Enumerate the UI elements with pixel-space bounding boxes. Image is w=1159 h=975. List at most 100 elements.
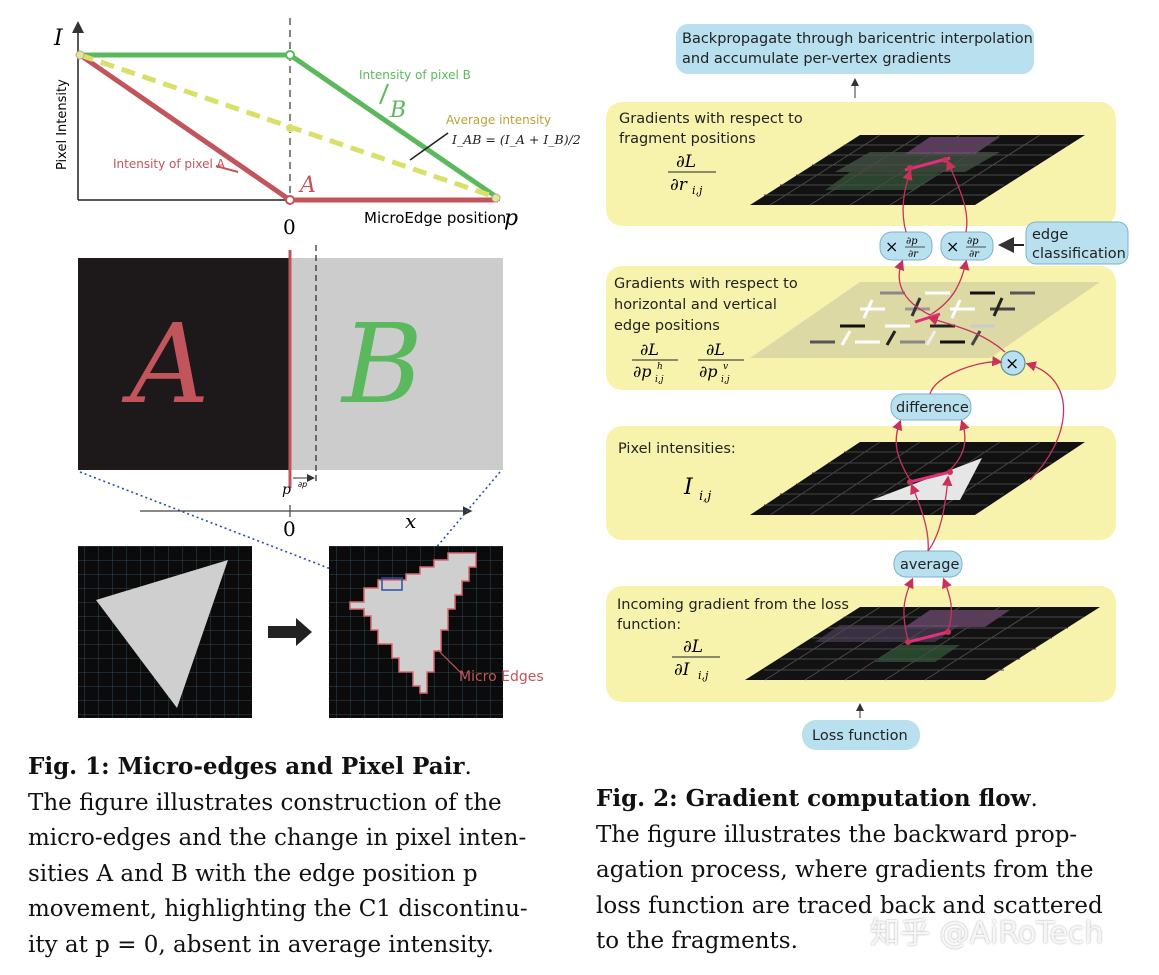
panel1-title-line2: fragment positions bbox=[619, 131, 756, 147]
multiplier-right-num: ∂p bbox=[967, 236, 979, 247]
start-point bbox=[75, 50, 85, 60]
x-axis-symbol: p bbox=[504, 206, 518, 231]
fig2-caption-line2: agation process, where gradients from th… bbox=[596, 857, 1094, 883]
panel2-edge-highlight bbox=[914, 312, 941, 324]
fig2-caption-title: Fig. 2: Gradient computation flow bbox=[596, 785, 1031, 812]
fig2-caption: Fig. 2: Gradient computation flow. The f… bbox=[596, 781, 1144, 960]
multiply-node-sign: × bbox=[1005, 354, 1019, 374]
b-kink-point bbox=[285, 50, 295, 60]
fig1-caption-title: Fig. 1: Micro-edges and Pixel Pair bbox=[28, 753, 465, 780]
letter-a-plot: A bbox=[298, 173, 316, 198]
panel4-grid-lines bbox=[764, 606, 1084, 681]
triangle bbox=[96, 560, 228, 708]
fig2-caption-line0: Fig. 2: Gradient computation flow. bbox=[596, 785, 1038, 812]
pixel-a-leader bbox=[215, 165, 239, 173]
panel2-f2-sup: v bbox=[723, 362, 728, 372]
pixel-b-square bbox=[290, 258, 503, 470]
pixel-a-letter: A bbox=[121, 300, 209, 428]
fig1-caption-line0: Fig. 1: Micro-edges and Pixel Pair. bbox=[28, 753, 472, 780]
pixel-b-letter: B bbox=[340, 300, 423, 428]
end-point bbox=[491, 193, 501, 203]
pixel-b-leader bbox=[379, 83, 389, 105]
top-box-line1: Backpropagate through baricentric interp… bbox=[682, 31, 1033, 47]
panel2-edge-segments bbox=[810, 291, 1035, 346]
zero-tick: 0 bbox=[283, 215, 296, 239]
fig1-caption-line4: movement, highlighting the C1 discontinu… bbox=[28, 896, 528, 922]
loss-function-label: Loss function bbox=[812, 728, 908, 744]
y-axis-label: Pixel Intensity bbox=[55, 79, 70, 170]
multiplier-left-den: ∂r bbox=[908, 249, 919, 260]
intensity-plot: I Pixel Intensity MicroEdge position p 0… bbox=[53, 18, 581, 239]
panel2-f2-den: ∂p bbox=[699, 362, 718, 381]
panel1-dot-b bbox=[942, 157, 948, 163]
panel4-formula-sub: i,j bbox=[698, 669, 709, 682]
label-pixel-b: Intensity of pixel B bbox=[359, 68, 471, 82]
panel3-dot-a bbox=[907, 479, 913, 485]
gradient-flow-figure: Backpropagate through baricentric interp… bbox=[606, 24, 1129, 750]
x-axis-pair-label: x bbox=[405, 509, 416, 533]
panel1-formula-num: ∂L bbox=[676, 152, 696, 172]
fig2-caption-line4: to the fragments. bbox=[596, 928, 798, 954]
panel2-f2-num: ∂L bbox=[706, 340, 725, 359]
multiplier-left-num: ∂p bbox=[906, 236, 918, 247]
panel3-grid-lines bbox=[764, 441, 1068, 516]
panel4-formula-num: ∂L bbox=[683, 637, 703, 657]
panel4-edge-highlight bbox=[907, 630, 949, 644]
pixel-a-square bbox=[78, 258, 290, 470]
panel2-f1-sup: h bbox=[657, 362, 663, 372]
gradient-flow-arrows bbox=[892, 159, 1065, 641]
fig1-caption: Fig. 1: Micro-edges and Pixel Pair. The … bbox=[28, 749, 576, 963]
panel3-edge-highlight bbox=[909, 470, 951, 484]
rasterization-grids: Micro Edges bbox=[78, 546, 544, 718]
panel1-title-line1: Gradients with respect to bbox=[619, 111, 803, 127]
transform-arrow bbox=[268, 618, 312, 646]
panel1-dot-a bbox=[907, 165, 913, 171]
difference-label: difference bbox=[896, 400, 969, 416]
panel2-f2-sub: i,j bbox=[721, 375, 730, 385]
pixel-pair: A B p ∂p x 0 bbox=[78, 245, 503, 589]
zoom-line-left bbox=[79, 471, 381, 589]
panel2-f1-num: ∂L bbox=[640, 340, 659, 359]
panel2-f1-sub: i,j bbox=[655, 375, 664, 385]
panel2-title-line3: edge positions bbox=[614, 318, 720, 334]
x-axis-pair-zero: 0 bbox=[283, 517, 296, 541]
a-kink-point bbox=[285, 195, 295, 205]
panel3-formula-sub: i,j bbox=[699, 489, 711, 504]
panel4-grid-tint-b bbox=[905, 610, 1010, 627]
panel4-title-line2: function: bbox=[617, 617, 681, 633]
panel2-f1-den: ∂p bbox=[633, 362, 652, 381]
fig1-caption-line2: micro-edges and the change in pixel inte… bbox=[28, 825, 527, 851]
average-leader bbox=[409, 132, 449, 161]
panel2-title-line1: Gradients with respect to bbox=[614, 276, 798, 292]
panel4-dot-b bbox=[945, 629, 951, 635]
micro-edges-leader bbox=[437, 649, 463, 675]
panel3-dot-b bbox=[947, 469, 953, 475]
avg-mid-point bbox=[286, 124, 294, 132]
fig1-caption-line1: The figure illustrates construction of t… bbox=[28, 789, 502, 816]
fig2-caption-line3: loss function are traced back and scatte… bbox=[596, 892, 1103, 919]
panel4-dot-a bbox=[905, 639, 911, 645]
multiplier-right-den: ∂r bbox=[969, 249, 980, 260]
multiplier-right-times: × bbox=[946, 237, 959, 256]
multiplier-left-times: × bbox=[885, 237, 898, 256]
zoom-box bbox=[381, 577, 403, 591]
y-axis-symbol: I bbox=[53, 26, 64, 51]
panel3-grid bbox=[750, 442, 1085, 515]
label-average: Average intensity bbox=[446, 113, 551, 127]
average-label: average bbox=[900, 557, 959, 573]
panel4-formula-den: ∂I bbox=[674, 660, 690, 680]
micro-edges-label: Micro Edges bbox=[459, 669, 544, 685]
loss-function-box bbox=[802, 720, 920, 750]
panel3-formula: I bbox=[683, 475, 694, 500]
edge-classification-line2: classification bbox=[1032, 246, 1126, 262]
label-pixel-a: Intensity of pixel A bbox=[113, 157, 226, 171]
fig2-caption-line1: The figure illustrates the backward prop… bbox=[596, 821, 1078, 848]
panel3-title: Pixel intensities: bbox=[618, 441, 736, 457]
panel1-formula-sub: i,j bbox=[692, 184, 703, 197]
panel1-formula-den: ∂r bbox=[670, 175, 688, 195]
edge-classification-box bbox=[1025, 221, 1129, 265]
fig1-caption-line5: ity at p = 0, absent in average intensit… bbox=[28, 931, 494, 958]
dp-label: ∂p bbox=[298, 480, 307, 489]
watermark: 知乎 @AiRoTech bbox=[870, 916, 1104, 951]
edge-classification-line1: edge bbox=[1032, 227, 1068, 243]
